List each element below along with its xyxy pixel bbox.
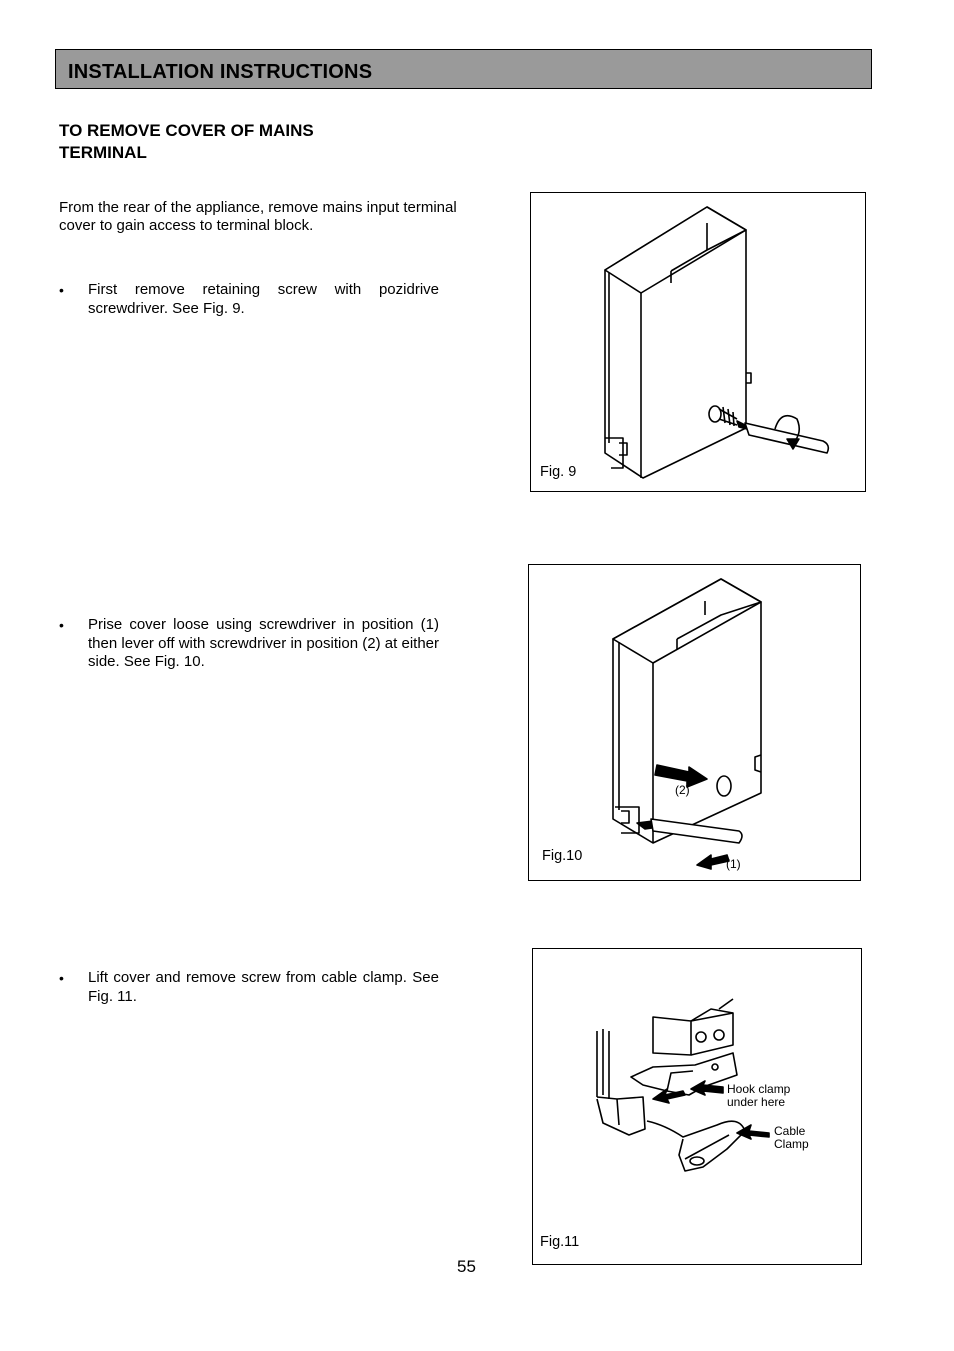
bullet-icon: • xyxy=(59,617,64,633)
figure-10: (2) (1) Fig.10 xyxy=(528,564,861,881)
figure-9: Fig. 9 xyxy=(530,192,866,492)
figure-11-label: Fig.11 xyxy=(540,1234,580,1250)
step-3: • Lift cover and remove screw from cable… xyxy=(59,969,439,1006)
step-2: • Prise cover loose using screwdriver in… xyxy=(59,616,439,672)
figure-9-label: Fig. 9 xyxy=(540,464,577,480)
section-banner: INSTALLATION INSTRUCTIONS xyxy=(55,49,872,89)
callout-clamp: Clamp xyxy=(774,1137,809,1151)
callout-1: (1) xyxy=(726,857,741,871)
step-1: • First remove retaining screw with pozi… xyxy=(59,281,439,318)
bullet-icon: • xyxy=(59,970,64,986)
step-2-text: Prise cover loose using screwdriver in p… xyxy=(88,616,439,670)
page-number: 55 xyxy=(457,1257,476,1276)
lever-cover-illustration: (2) (1) xyxy=(612,578,762,871)
bullet-icon: • xyxy=(59,282,64,298)
callout-2: (2) xyxy=(675,783,690,797)
terminal-cover-screw-illustration xyxy=(604,206,830,479)
callout-cable: Cable xyxy=(774,1124,806,1138)
step-3-text: Lift cover and remove screw from cable c… xyxy=(88,969,439,1005)
callout-under-here: under here xyxy=(727,1095,785,1109)
figure-11: Hook clamp under here Cable Clamp Fig.11 xyxy=(532,948,862,1265)
section-heading: TO REMOVE COVER OF MAINS TERMINAL xyxy=(59,121,314,162)
page-title: INSTALLATION INSTRUCTIONS xyxy=(68,61,373,83)
step-1-text: First remove retaining screw with pozidr… xyxy=(88,281,439,317)
figure-10-label: Fig.10 xyxy=(542,848,583,864)
callout-hook-clamp: Hook clamp xyxy=(727,1082,791,1096)
cable-clamp-illustration: Hook clamp under here Cable Clamp xyxy=(596,998,809,1172)
intro-paragraph: From the rear of the appliance, remove m… xyxy=(59,199,457,234)
